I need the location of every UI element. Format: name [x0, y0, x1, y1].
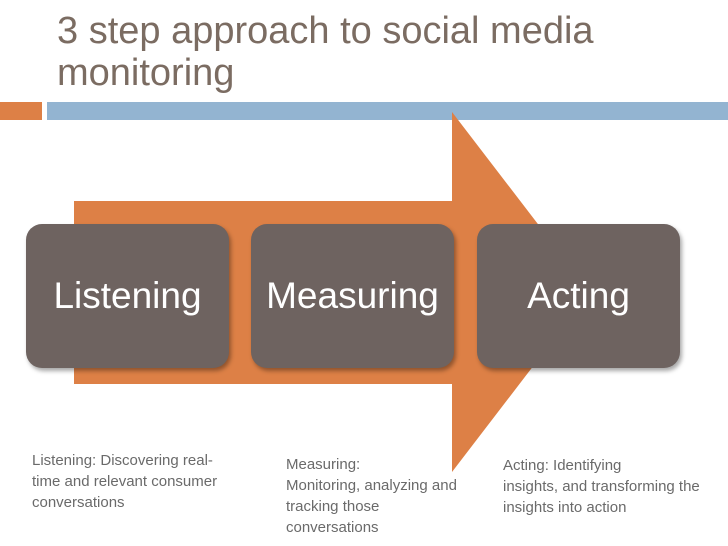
- step-label: Acting: [527, 275, 630, 316]
- desc-line: conversations: [286, 519, 379, 536]
- accent-bar-orange: [0, 102, 42, 120]
- accent-bar-blue: [47, 102, 728, 120]
- step-box-measuring: Measuring: [251, 224, 454, 368]
- step-label: Listening: [53, 275, 202, 316]
- desc-line: Measuring:: [286, 456, 361, 473]
- desc-line: insights, and transforming the: [503, 478, 700, 495]
- desc-line: Acting: Identifying: [503, 457, 622, 474]
- desc-line: insights into action: [503, 499, 627, 516]
- desc-line: conversations: [32, 494, 125, 511]
- desc-line: Monitoring, analyzing and: [286, 477, 457, 494]
- listening-description: Listening: Discovering real- time and re…: [32, 450, 217, 513]
- step-box-listening: Listening: [26, 224, 229, 368]
- acting-description: Acting: Identifying insights, and transf…: [503, 455, 700, 518]
- desc-line: time and relevant consumer: [32, 473, 218, 490]
- slide-title: 3 step approach to social media monitori…: [57, 10, 594, 94]
- measuring-description: Measuring: Monitoring, analyzing and tra…: [286, 454, 457, 538]
- desc-line: Listening: Discovering real-: [32, 452, 213, 469]
- step-box-acting: Acting: [477, 224, 680, 368]
- step-label: Measuring: [266, 275, 439, 316]
- desc-line: tracking those: [286, 498, 380, 515]
